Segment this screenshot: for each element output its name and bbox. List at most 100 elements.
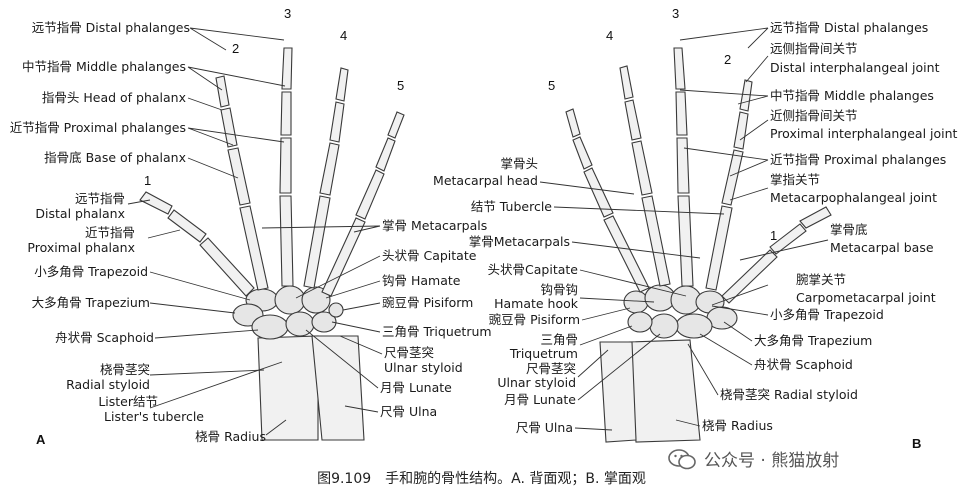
- label-triquetrum-cn-b: 三角骨: [540, 332, 578, 347]
- label-metacarpal-base-en: Metacarpal base: [830, 240, 934, 255]
- label-triquetrum-a: 三角骨 Triquetrum: [382, 324, 492, 339]
- label-radius-a: 桡骨 Radius: [195, 429, 266, 444]
- label-pisiform-b: 豌豆骨 Pisiform: [489, 312, 580, 327]
- label-ulnar-styloid-cn-b: 尺骨茎突: [526, 361, 576, 376]
- label-cmc-joint-cn: 腕掌关节: [796, 272, 846, 287]
- label-distal-phalanx-en: Distal phalanx: [35, 206, 125, 221]
- finger-2-a: [215, 75, 269, 291]
- label-hamate-hook-en: Hamate hook: [494, 296, 579, 311]
- finger-number-b-1: 1: [770, 228, 777, 243]
- scaphoid-bone-a: [251, 314, 289, 340]
- label-metacarpal-head-en: Metacarpal head: [433, 173, 538, 188]
- finger-3-a: [279, 47, 294, 287]
- label-metacarpals-a: 掌骨 Metacarpals: [382, 218, 487, 233]
- finger-number-b-2: 2: [724, 52, 731, 67]
- label-metacarpals-b: 掌骨Metacarpals: [469, 234, 570, 249]
- ulna-bone-a: [311, 335, 365, 441]
- label-pisiform-a: 豌豆骨 Pisiform: [382, 295, 473, 310]
- label-capitate-a: 头状骨 Capitate: [382, 248, 477, 263]
- finger-4-b: [619, 65, 671, 287]
- label-trapezium-a: 大多角骨 Trapezium: [32, 295, 150, 310]
- finger-1-b: [721, 206, 832, 304]
- label-head-of-phalanx: 指骨头 Head of phalanx: [42, 90, 186, 105]
- panel-label-b: B: [912, 436, 921, 451]
- finger-numbers-b: 1 2 3 4 5: [548, 6, 777, 243]
- label-radial-styloid-b: 桡骨茎突 Radial styloid: [720, 387, 858, 402]
- label-ulna-a: 尺骨 Ulna: [380, 404, 437, 419]
- label-radius-b: 桡骨 Radius: [702, 418, 773, 433]
- labels-panel-a-right: 掌骨 Metacarpals 头状骨 Capitate 钩骨 Hamate 豌豆…: [380, 218, 492, 419]
- finger-number-a-2: 2: [232, 41, 239, 56]
- lunate-bone-a: [285, 311, 315, 337]
- label-metacarpal-base-cn: 掌骨底: [830, 222, 868, 237]
- label-distal-phalanges-a: 远节指骨 Distal phalanges: [32, 20, 190, 35]
- radius-bone-b: [627, 339, 701, 443]
- lunate-bone-b: [649, 313, 679, 339]
- label-proximal-phalanx-en: Proximal phalanx: [27, 240, 135, 255]
- finger-number-a-1: 1: [144, 173, 151, 188]
- wechat-icon: [668, 448, 696, 469]
- finger-2-b: [705, 79, 753, 291]
- label-pip-joint-en: Proximal interphalangeal joint: [770, 126, 958, 141]
- scaphoid-bone-b: [675, 313, 713, 339]
- finger-numbers-a: 1 2 3 4 5: [144, 6, 404, 188]
- labels-panel-b-left: 掌骨头 Metacarpal head 结节 Tubercle 掌骨Metaca…: [433, 156, 580, 435]
- label-dip-joint-cn: 远侧指骨间关节: [770, 41, 858, 56]
- label-listers-tubercle-en: Lister's tubercle: [104, 409, 204, 424]
- hand-illustration-dorsal: [139, 47, 405, 441]
- finger-number-a-5: 5: [397, 78, 404, 93]
- label-scaphoid-a: 舟状骨 Scaphoid: [55, 330, 154, 345]
- finger-number-a-4: 4: [340, 28, 347, 43]
- label-dip-joint-en: Distal interphalangeal joint: [770, 60, 940, 75]
- panel-label-a: A: [36, 432, 46, 447]
- finger-number-a-3: 3: [284, 6, 291, 21]
- hand-illustration-palmar: [565, 47, 832, 443]
- label-ulnar-styloid-en-b: Ulnar styloid: [497, 375, 576, 390]
- finger-4-a: [303, 67, 349, 289]
- finger-1-a: [139, 191, 255, 297]
- label-scaphoid-b: 舟状骨 Scaphoid: [754, 357, 853, 372]
- finger-3-b: [673, 47, 694, 287]
- label-proximal-phalanx-cn: 近节指骨: [85, 225, 135, 240]
- label-ulnar-styloid-en-a: Ulnar styloid: [384, 360, 463, 375]
- figure-caption: 图9.109 手和腕的骨性结构。A. 背面观；B. 掌面观: [317, 471, 646, 487]
- ulna-bone-b: [599, 341, 637, 443]
- label-ulnar-styloid-cn-a: 尺骨茎突: [384, 345, 434, 360]
- label-radial-styloid-cn-a: 桡骨茎突: [100, 362, 150, 377]
- label-base-of-phalanx: 指骨底 Base of phalanx: [44, 150, 186, 165]
- label-trapezium-b: 大多角骨 Trapezium: [754, 333, 872, 348]
- finger-number-b-4: 4: [606, 28, 613, 43]
- label-lunate-a: 月骨 Lunate: [380, 380, 452, 395]
- label-radial-styloid-en-a: Radial styloid: [66, 377, 150, 392]
- hamate-bone-a: [301, 286, 331, 314]
- leader-lines: [127, 27, 829, 436]
- pisiform-bone-b: [623, 290, 649, 314]
- finger-5-b: [565, 108, 650, 293]
- label-capitate-b: 头状骨Capitate: [488, 262, 579, 277]
- pisiform-bone-a: [328, 302, 344, 318]
- label-trapezoid-b: 小多角骨 Trapezoid: [770, 307, 884, 322]
- finger-5-a: [321, 111, 405, 297]
- label-cmc-joint-en: Carpometacarpal joint: [796, 290, 936, 305]
- label-hamate-hook-cn: 钩骨钩: [540, 282, 578, 297]
- label-hamate-a: 钩骨 Hamate: [382, 273, 461, 288]
- radius-bone-a: [257, 335, 319, 441]
- label-distal-phalanx-cn: 远节指骨: [75, 191, 125, 206]
- labels-panel-b-right: 远节指骨 Distal phalanges 远侧指骨间关节 Distal int…: [702, 20, 958, 433]
- label-trapezoid-a: 小多角骨 Trapezoid: [34, 264, 148, 279]
- labels-panel-a-left: 远节指骨 Distal phalanges 中节指骨 Middle phalan…: [10, 20, 266, 444]
- label-ulna-b: 尺骨 Ulna: [516, 420, 573, 435]
- watermark: 公众号 · 熊猫放射: [668, 446, 839, 471]
- label-triquetrum-en-b: Triquetrum: [509, 346, 578, 361]
- finger-number-b-5: 5: [548, 78, 555, 93]
- label-proximal-phalanges-b: 近节指骨 Proximal phalanges: [770, 152, 946, 167]
- label-pip-joint-cn: 近侧指骨间关节: [770, 108, 858, 123]
- triquetrum-bone-a: [311, 311, 337, 333]
- label-middle-phalanges-a: 中节指骨 Middle phalanges: [22, 59, 186, 74]
- watermark-text: 公众号 · 熊猫放射: [704, 451, 840, 471]
- label-metacarpal-head-cn: 掌骨头: [500, 156, 538, 171]
- hamate-bone-b: [644, 284, 676, 312]
- label-mcp-joint-en: Metacarpophalangeal joint: [770, 190, 937, 205]
- capitate-bone-a: [274, 285, 306, 315]
